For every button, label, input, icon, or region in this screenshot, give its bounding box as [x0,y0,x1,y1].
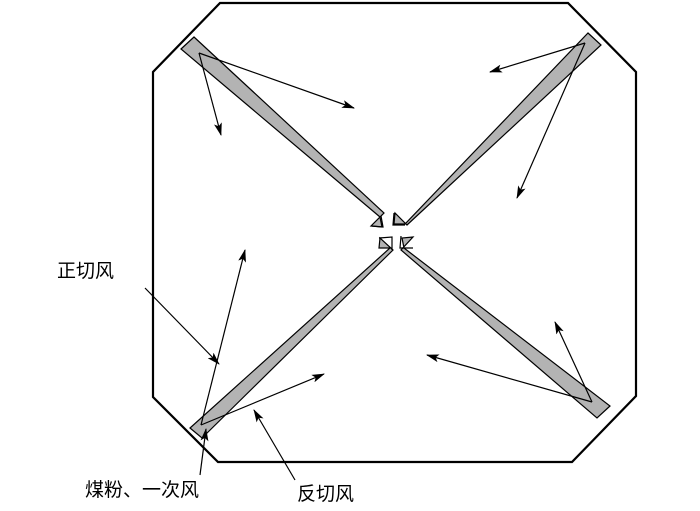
jet-arrow [200,249,246,426]
jet-arrow [426,354,593,403]
jet-arrow [554,321,593,403]
outlet-arrow-top-right [392,212,405,226]
label-coal-primary-air: 煤粉、一次风 [85,479,200,501]
outlet-arrow-bottom-left [378,236,393,250]
label-positive-tangential-air: 正切风 [57,260,115,282]
nozzle-bottom-left [189,236,394,439]
furnace-outline [151,1,638,464]
leader-reverse-tangential [253,409,296,481]
jet-arrow [198,52,355,109]
outlet-arrow-bottom-right [399,235,413,249]
nozzle-top-left [180,36,385,228]
jet-arrow [489,42,586,73]
outlet-arrow-top-left [371,215,384,228]
nozzle-top-right [393,32,602,226]
label-reverse-tangential-air: 反切风 [297,483,355,505]
jet-arrow [200,373,325,426]
leader-positive-tangential [144,287,220,365]
nozzle-bottom-right [400,236,611,419]
jet-arrow [198,52,222,136]
jet-arrow [516,42,586,199]
leader-coal-primary [199,428,209,476]
